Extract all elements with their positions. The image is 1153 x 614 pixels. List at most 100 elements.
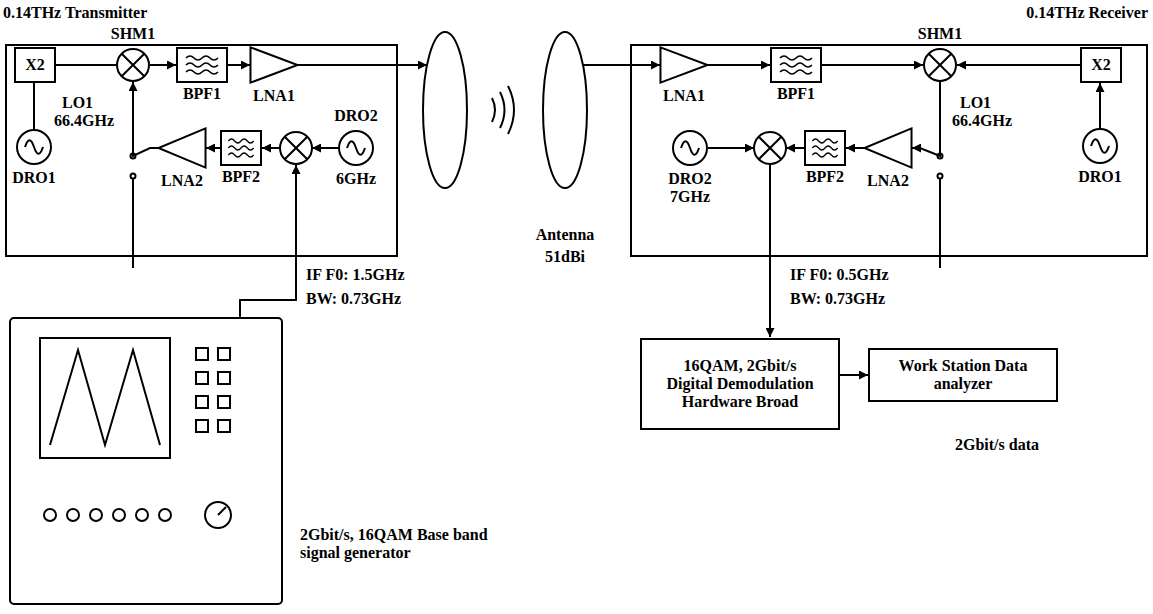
signal-connector [1099,83,1101,128]
mixer-cross [759,137,782,160]
instrument-case [10,318,282,604]
component-label: DRO1 [1078,168,1122,186]
filter-symbol: BPF2 [804,130,846,166]
signal-connector [206,147,220,149]
filter-waves [222,132,260,164]
signal-connector [33,83,35,129]
signal-label: BW: 0.73GHz [306,290,401,308]
signal-label: IF F0: 0.5GHz [790,266,889,284]
instrument-screen [40,338,170,458]
amplifier-symbol: LNA2 [864,128,912,168]
signal-label: 2Gbit/s data [955,436,1039,454]
antenna-dish [423,32,467,188]
mixer-symbol [280,132,312,164]
process-box: X2 [14,47,56,83]
box-label: X2 [1087,54,1115,76]
signal-label: LO1 [960,94,991,112]
process-box: 16QAM, 2Gbit/s Digital Demodulation Hard… [640,338,840,430]
amplifier-outline [250,47,298,83]
process-box: Work Station Data analyzer [868,348,1058,402]
component-label: LNA2 [161,172,203,190]
instrument-jacks [44,509,171,521]
wire [312,147,338,149]
signal-connector [840,374,868,376]
signal-label: 2Gbit/s, 16QAM Base band signal generato… [300,526,490,562]
wire [262,147,280,149]
wire [132,179,134,269]
component-label: SHM1 [111,25,155,43]
component-label: LNA1 [253,87,295,105]
wire [583,64,660,66]
component-label: BPF2 [222,168,260,186]
filter-symbol: BPF1 [176,47,228,83]
component-label: DRO2 [334,107,378,125]
signal-label: 66.4GHz [952,112,1012,130]
oscillator-symbol: DRO27GHz [672,130,708,166]
signal-label: BW: 0.73GHz [790,290,885,308]
box-label: Work Station Data analyzer [894,355,1032,395]
signal-connector [708,64,770,66]
instrument-buttons [196,348,230,432]
component-label: SHM1 [918,25,962,43]
wire [939,179,941,269]
unit-enclosure: 0.14THz ReceiverLNA1BPF1SHM1X2LNA2BPF2DR… [630,44,1148,257]
signal-connector [822,64,923,66]
filter-waves [772,49,820,81]
oscillator-outline [1082,128,1118,164]
wire [786,147,804,149]
component-label: 6GHz [336,170,376,188]
mixer-outline [116,48,150,82]
signal-connector [133,82,158,156]
unit-title: 0.14THz Transmitter [3,4,147,22]
amplifier-symbol: LNA1 [250,47,298,83]
signal-label: Antenna [515,226,615,244]
wire [769,164,771,337]
mixer-outline [923,48,957,82]
mixer-cross [285,137,308,160]
wire [298,64,427,66]
signal-connector [228,64,250,66]
switch-contact [131,174,136,179]
signal-connector [957,64,1080,66]
signal-label: LO1 [62,94,93,112]
component-label: BPF1 [183,85,221,103]
unit-enclosure: 0.14THz TransmitterX2SHM1BPF1LNA1DRO1LNA… [5,44,398,257]
filter-waves [178,49,226,81]
signal-connector [150,64,176,66]
box-label: 16QAM, 2Gbit/s Digital Demodulation Hard… [661,355,819,413]
mixer-symbol: SHM1 [923,48,957,82]
filter-symbol: BPF1 [770,47,822,83]
amplifier-outline [864,128,912,168]
oscillator-outline [672,130,708,166]
oscillator-symbol: DRO1 [16,129,52,165]
process-box: X2 [1080,47,1122,83]
component-label: BPF2 [806,168,844,186]
component-label: LNA1 [663,87,705,105]
oscillator-outline [16,129,52,165]
antenna-dish [543,32,587,188]
filter-symbol: BPF2 [220,130,262,166]
mixer-symbol: SHM1 [116,48,150,82]
amplifier-outline [158,128,206,168]
amplifier-outline [660,47,708,83]
signal-label: 66.4GHz [54,112,114,130]
wire [240,165,296,318]
oscillator-symbol: DRO1 [1082,128,1118,164]
amplifier-symbol: LNA2 [158,128,206,168]
signal-label: IF F0: 1.5GHz [306,266,405,284]
instrument-knob [205,502,231,528]
signal-connector [912,82,940,156]
signal-label: 51dBi [515,248,615,266]
oscillator-symbol: DRO26GHz [338,130,374,166]
box-label: X2 [21,54,49,76]
component-label: 7GHz [670,188,710,206]
radio-wave [492,98,495,122]
waveform [50,350,160,445]
wire [708,147,754,149]
component-label: BPF1 [777,85,815,103]
radio-wave [508,86,514,134]
unit-title: 0.14THz Receiver [1026,4,1148,22]
